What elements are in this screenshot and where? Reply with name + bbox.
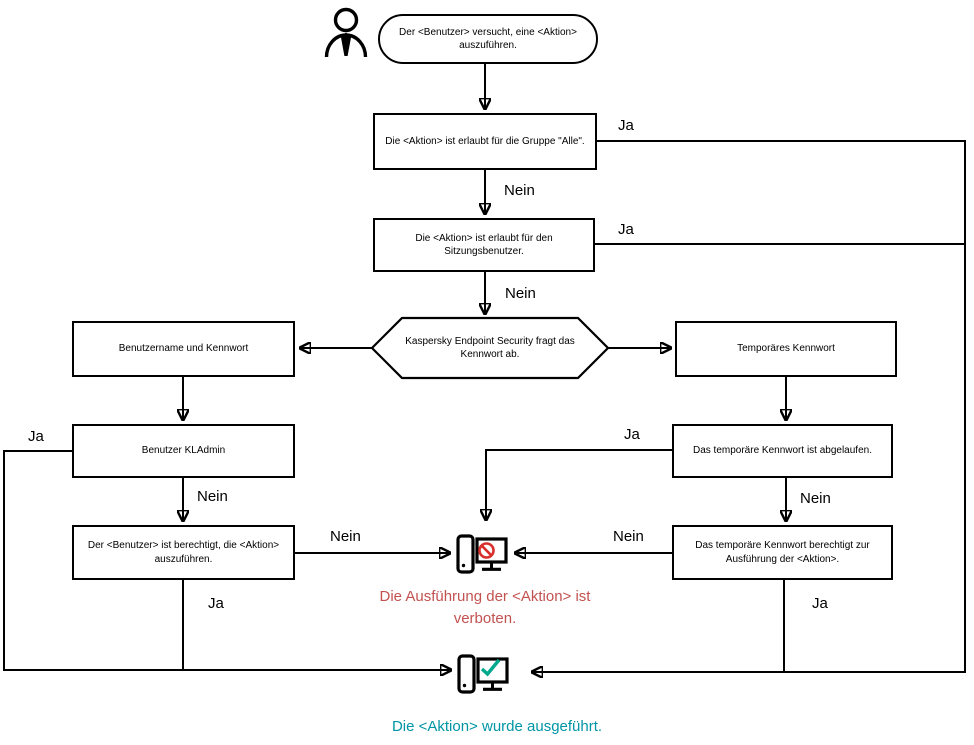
- node-kladmin: Benutzer KLAdmin: [72, 424, 295, 478]
- checkmark-icon: [480, 658, 501, 677]
- forbidden-outcome-text: Die Ausführung der <Aktion> ist verboten…: [379, 588, 591, 627]
- node-user-authorized: Der <Benutzer> ist berechtigt, die <Akti…: [72, 525, 295, 580]
- node-username-password: Benutzername und Kennwort: [72, 321, 295, 377]
- node-temporary-password: Temporäres Kennwort: [675, 321, 897, 377]
- computer-check-icon: [457, 654, 509, 694]
- node-password-prompt: [370, 316, 610, 385]
- computer-blocked-icon: [456, 534, 508, 574]
- label-nein-tempauth: Nein: [613, 528, 644, 545]
- hexagon-shape: [370, 316, 610, 380]
- prohibition-sign: [478, 542, 495, 559]
- label-nein-expired: Nein: [800, 490, 831, 507]
- node-session-allowed: Die <Aktion> ist erlaubt für den Sitzung…: [373, 218, 595, 272]
- label-ja-session: Ja: [618, 221, 634, 238]
- label-nein-authorized: Nein: [330, 528, 361, 545]
- label-ja-group: Ja: [618, 117, 634, 134]
- label-ja-tempauth: Ja: [812, 595, 828, 612]
- node-password-prompt-text: Kaspersky Endpoint Security fragt das Ke…: [405, 335, 575, 361]
- node-group-allowed: Die <Aktion> ist erlaubt für die Gruppe …: [373, 113, 597, 170]
- node-temp-expired: Das temporäre Kennwort ist abgelaufen.: [672, 424, 893, 478]
- label-ja-expired: Ja: [624, 426, 640, 443]
- label-nein-kladmin: Nein: [197, 488, 228, 505]
- node-temp-authorizes: Das temporäre Kennwort berechtigt zur Au…: [672, 525, 893, 580]
- edge-expired-forbidden-ja: [486, 449, 672, 520]
- edge-kladmin-executed-ja: [3, 450, 451, 670]
- label-nein-group: Nein: [504, 182, 535, 199]
- executed-outcome-text: Die <Aktion> wurde ausgeführt.: [391, 718, 603, 735]
- label-ja-kladmin: Ja: [28, 428, 44, 445]
- edge-group-executed-ja: [532, 140, 966, 672]
- user-icon: [324, 7, 368, 58]
- label-ja-authorized: Ja: [208, 595, 224, 612]
- label-nein-session: Nein: [505, 285, 536, 302]
- node-start: Der <Benutzer> versucht, eine <Aktion> a…: [378, 14, 598, 64]
